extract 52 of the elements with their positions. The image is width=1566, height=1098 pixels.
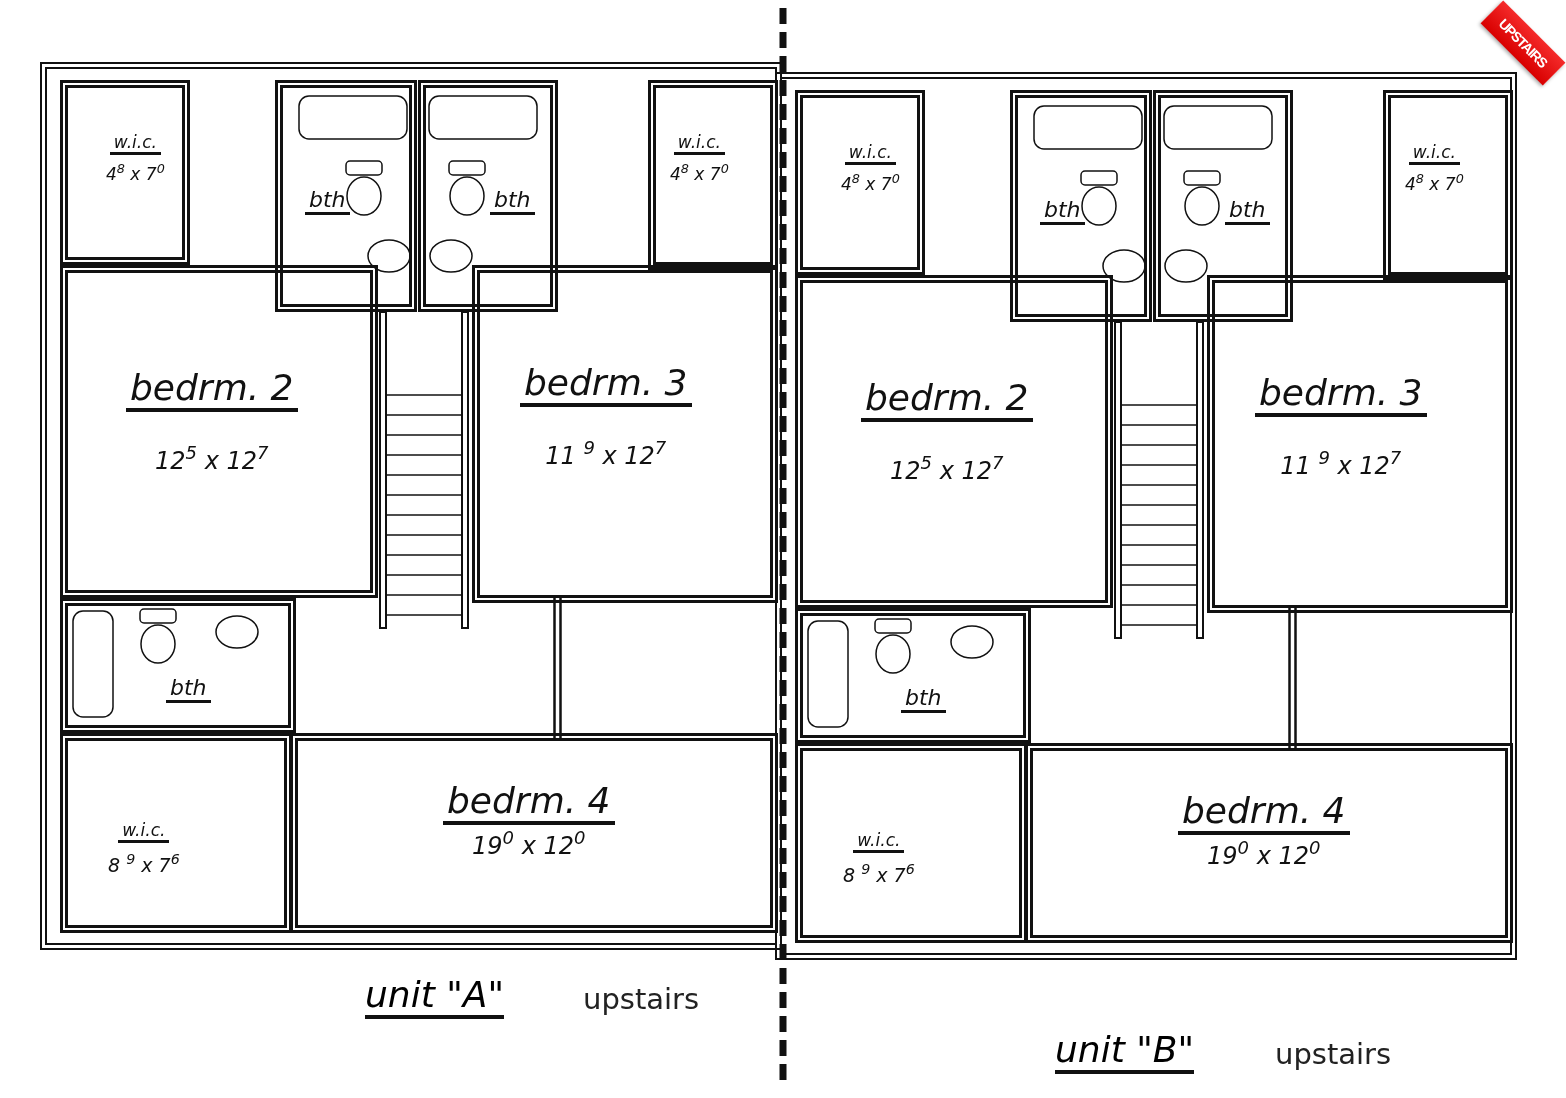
room-outline [60,265,378,598]
room-dimensions: 12$^{5}$ x 12$^{7}$ [890,451,1004,485]
room-outline [795,608,1031,743]
room-name: bth [1225,198,1270,226]
room-outline [60,733,292,933]
room-dimensions: 11 $^{9}$ x 12$^{7}$ [1280,446,1402,480]
room-outline [1153,90,1293,322]
room-outline [275,80,417,312]
room-outline [1010,90,1152,322]
room-outline [418,80,558,312]
floor-note: upstairs [1275,1037,1392,1071]
room-dimensions: 4$^{8}$ x 7$^{0}$ [841,170,900,194]
room-name: bth [166,676,211,704]
room-name: w.i.c. [109,133,161,155]
room-name: bth [901,686,946,714]
room-dimensions: 8 $^{9}$ x 7$^{6}$ [108,850,180,876]
room-outline [795,90,925,275]
room-outline [60,80,190,265]
room-name: bth [1040,198,1085,226]
room-name: w.i.c. [844,143,896,165]
room-outline [472,265,778,603]
room-outline [60,598,296,733]
room-name: bedrm. 4 [443,781,615,825]
room-name: w.i.c. [1408,143,1460,165]
room-dimensions: 8 $^{9}$ x 7$^{6}$ [843,860,915,886]
unit-title: unit "A" [365,975,504,1019]
room-name: bedrm. 2 [861,378,1033,422]
unit-title: unit "B" [1055,1030,1194,1074]
room-outline [795,743,1027,943]
room-name: w.i.c. [673,133,725,155]
room-outline [1207,275,1513,613]
room-outline [795,275,1113,608]
room-name: w.i.c. [853,831,905,853]
floor-note: upstairs [583,982,700,1016]
room-outline [290,733,778,933]
room-name: bedrm. 4 [1178,791,1350,835]
room-outline [648,80,778,270]
room-dimensions: 11 $^{9}$ x 12$^{7}$ [545,436,667,470]
room-name: w.i.c. [118,821,170,843]
room-dimensions: 19$^{0}$ x 12$^{0}$ [472,826,586,860]
room-name: bth [490,188,535,216]
room-dimensions: 4$^{8}$ x 7$^{0}$ [106,160,165,184]
room-dimensions: 19$^{0}$ x 12$^{0}$ [1207,836,1321,870]
room-dimensions: 12$^{5}$ x 12$^{7}$ [155,441,269,475]
room-name: bedrm. 3 [520,363,692,407]
room-dimensions: 4$^{8}$ x 7$^{0}$ [670,160,729,184]
room-name: bth [305,188,350,216]
room-outline [1025,743,1513,943]
room-outline [1383,90,1513,280]
room-name: bedrm. 2 [126,368,298,412]
room-dimensions: 4$^{8}$ x 7$^{0}$ [1405,170,1464,194]
room-name: bedrm. 3 [1255,373,1427,417]
